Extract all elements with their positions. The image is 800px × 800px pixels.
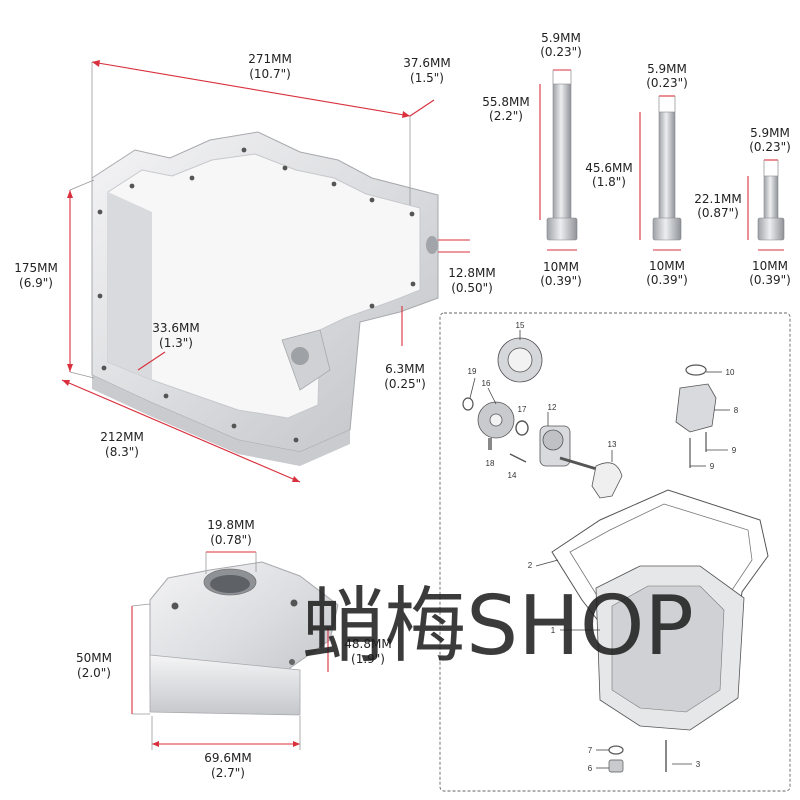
dim-mm-text: 10MM [543,260,579,274]
part-number-label: 17 [518,405,527,414]
part-number-label: 15 [516,321,525,330]
dim-mm-text: 10MM [649,259,685,273]
dim-in-text: (1.8") [592,175,626,189]
dim-in-text: (0.25") [384,377,426,391]
oil-pan-length-label: 271MM (10.7") [248,52,292,81]
spacer-block-illustration [149,561,339,716]
part-number-label: 9 [732,446,737,455]
bolt-long [539,69,578,251]
oil-pan-depth-label: 37.6MM (1.5") [403,56,450,85]
bolt-short [747,159,785,251]
dim-in-text: (2.2") [489,109,523,123]
shop-watermark: 蛸梅SHOP [302,579,694,674]
flange-label: 6.3MM (0.25") [384,362,426,391]
gasket-and-pan [551,489,769,773]
dim-in-text: (0.39") [749,273,791,287]
spacer-part-8 [675,364,717,468]
dim-in-text: (0.23") [749,140,791,154]
part-number-label: 1 [551,626,556,635]
pan-side-label: 212MM (8.3") [100,430,144,459]
oil-pan-illustration [91,131,439,466]
exploded-view-panel: 15 19 16 17 12 10 8 13 18 14 9 9 2 1 7 6… [439,312,791,792]
dim-mm-text: 48.8MM [344,637,391,651]
part-number-label: 8 [734,406,739,415]
spacer-dimension-lines [131,551,329,750]
part-number-label: 18 [486,459,495,468]
part-number-label: 14 [508,471,517,480]
part-number-label: 10 [726,368,735,377]
dim-in-text: (0.23") [646,76,688,90]
part-number-label: 13 [608,440,617,449]
dim-in-text: (0.87") [697,206,739,220]
part-leader-lines [469,330,730,769]
dim-in-text: (2.7") [211,766,245,780]
dim-in-text: (0.23") [540,45,582,59]
part-number-label: 9 [710,462,715,471]
dim-mm-text: 12.8MM [448,266,495,280]
bolt-medium-labels: 5.9MM (0.23") 45.6MM (1.8") 10MM (0.39") [585,62,688,287]
part-number-label: 3 [696,760,701,769]
spacer-length-label: 69.6MM (2.7") [204,751,251,780]
part-number-label: 2 [528,561,533,570]
dim-in-text: (6.9") [19,276,53,290]
dim-mm-text: 19.8MM [207,518,254,532]
dim-mm-text: 175MM [14,261,58,275]
part-number-label: 12 [548,403,557,412]
dim-in-text: (1.3") [159,336,193,350]
bolt-short-labels: 5.9MM (0.23") 22.1MM (0.87") 10MM (0.39"… [694,126,791,287]
spacer-bore-label: 19.8MM (0.78") [207,518,254,547]
oil-pan-dimension-lines [61,60,470,483]
dim-in-text: (1.5") [410,71,444,85]
dim-mm-text: 6.3MM [385,362,425,376]
dim-in-text: (8.3") [105,445,139,459]
dim-mm-text: 5.9MM [750,126,790,140]
dim-mm-text: 5.9MM [541,31,581,45]
dim-in-text: (0.39") [646,273,688,287]
dim-mm-text: 55.8MM [482,95,529,109]
dim-mm-text: 22.1MM [694,192,741,206]
dim-mm-text: 10MM [752,259,788,273]
dim-in-text: (2.0") [77,666,111,680]
part-number-label: 16 [482,379,491,388]
bolt-medium [639,95,682,251]
dim-mm-text: 50MM [76,651,112,665]
dim-mm-text: 37.6MM [403,56,450,70]
part-numbers: 15 19 16 17 12 10 8 13 18 14 9 9 2 1 7 6… [468,321,739,773]
dim-in-text: (0.50") [451,281,493,295]
port-diameter-label: 12.8MM (0.50") [448,266,495,295]
dim-mm-text: 69.6MM [204,751,251,765]
dim-in-text: (10.7") [249,67,291,81]
dim-in-text: (1.9") [351,652,385,666]
dim-mm-text: 212MM [100,430,144,444]
part-number-label: 19 [468,367,477,376]
dim-mm-text: 33.6MM [152,321,199,335]
part-number-label: 6 [588,764,593,773]
dim-mm-text: 271MM [248,52,292,66]
spacer-height-label: 50MM (2.0") [76,651,112,680]
oil-pump-gear [462,337,623,499]
bolt-long-labels: 5.9MM (0.23") 55.8MM (2.2") 10MM (0.39") [482,31,582,288]
dim-in-text: (0.78") [210,533,252,547]
dim-mm-text: 45.6MM [585,161,632,175]
part-number-label: 7 [588,746,593,755]
inner-gap-label: 33.6MM (1.3") [152,321,199,350]
dim-mm-text: 5.9MM [647,62,687,76]
dim-in-text: (0.39") [540,274,582,288]
spacer-depth-label: 48.8MM (1.9") [344,637,391,666]
oil-pan-width-label: 175MM (6.9") [14,261,58,290]
